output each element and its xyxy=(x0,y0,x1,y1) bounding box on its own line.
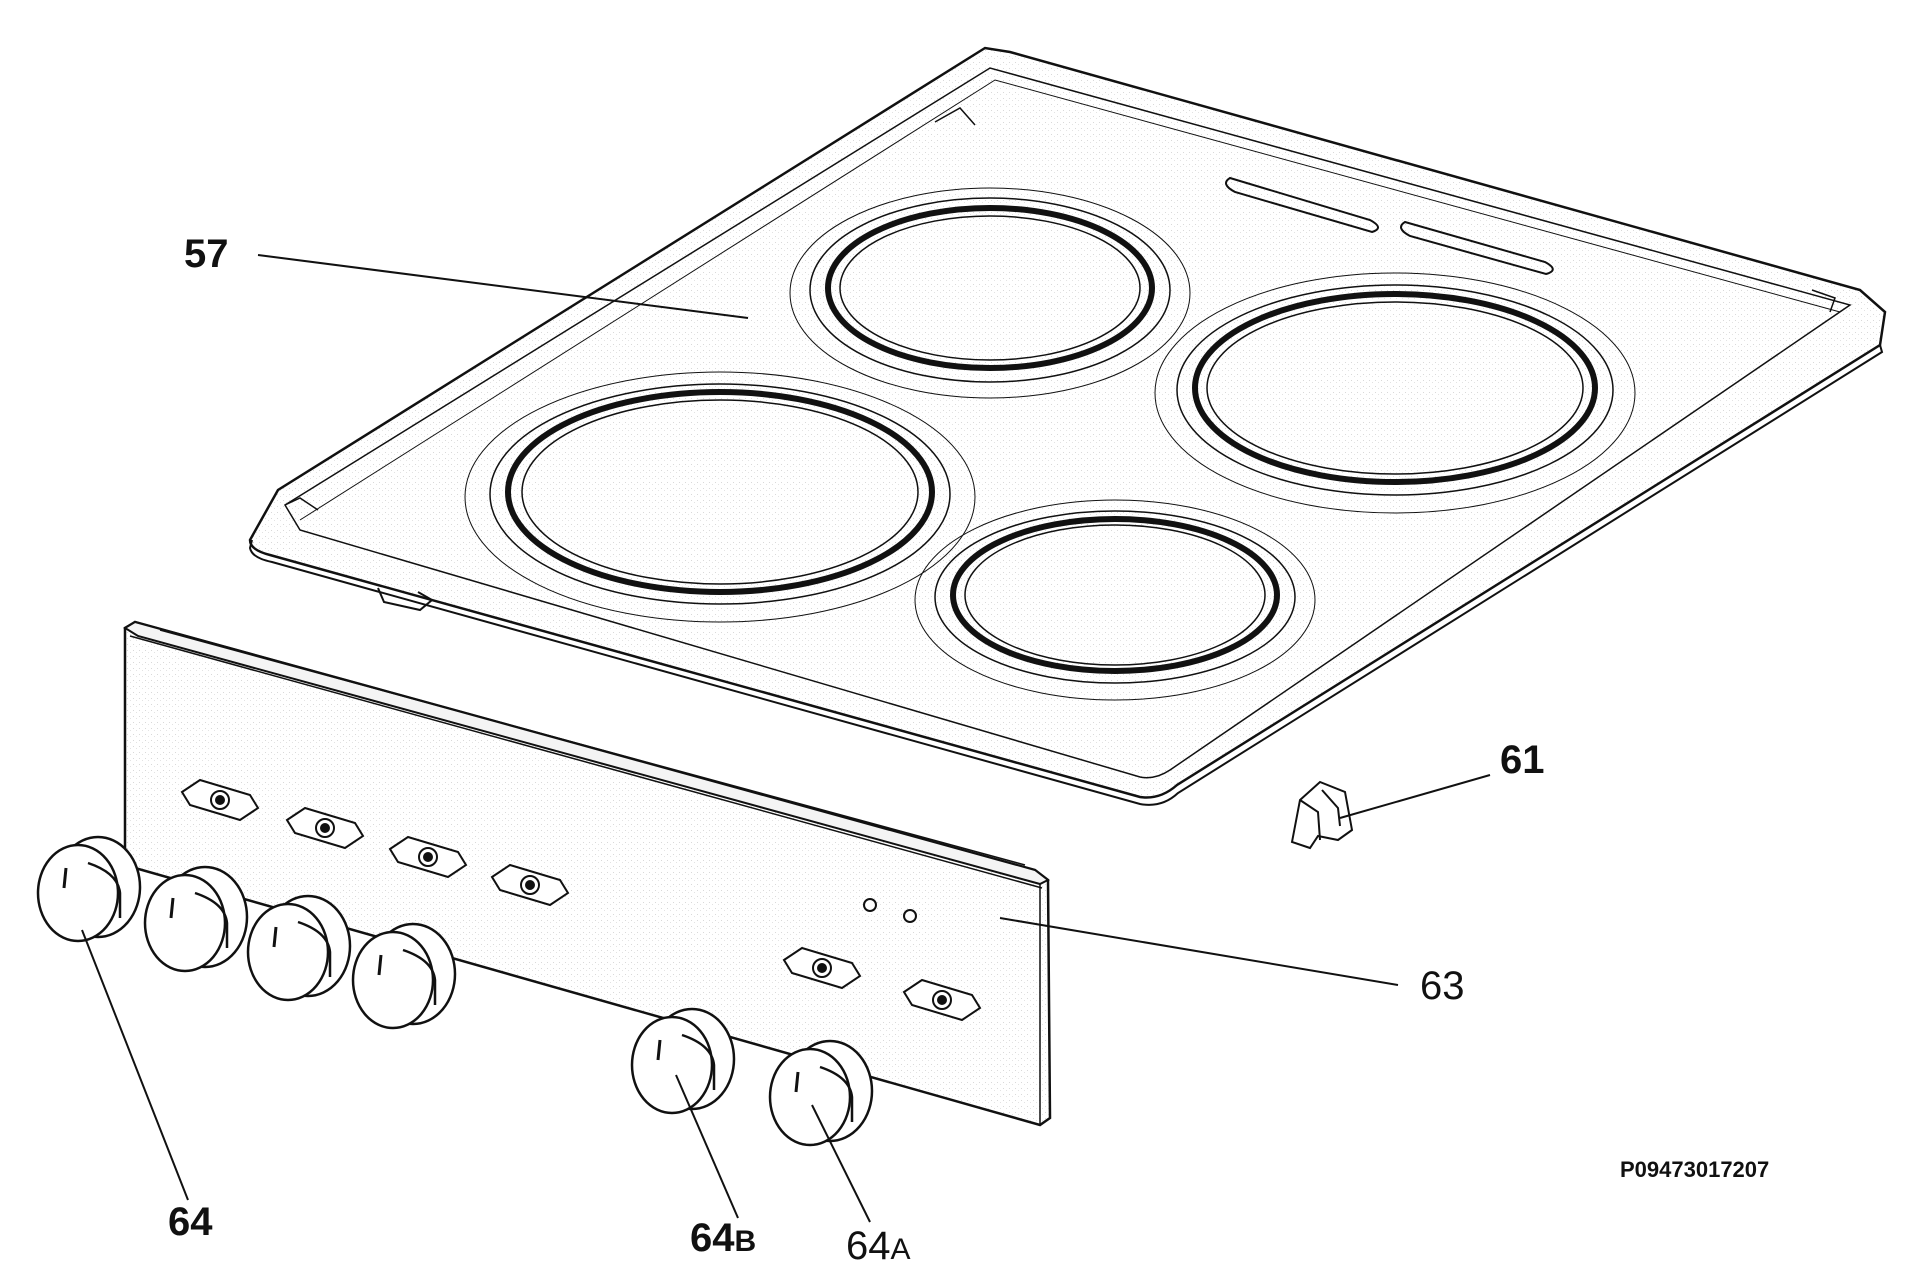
callout-64a-number: 64 xyxy=(846,1224,891,1268)
control-panel-part xyxy=(123,620,1052,1127)
hotplate-rear-left xyxy=(789,187,1191,399)
callout-57: 57 xyxy=(184,232,229,276)
callout-64b: 64B xyxy=(690,1218,756,1258)
knob-64b xyxy=(630,1007,736,1115)
callout-61: 61 xyxy=(1500,738,1545,782)
hob-outer-frame xyxy=(248,46,1887,799)
indicator-light-2 xyxy=(903,909,917,923)
leader-64a xyxy=(811,1104,871,1223)
hotplate-front-left xyxy=(464,371,976,623)
hob-bracket xyxy=(377,587,434,612)
leader-64 xyxy=(81,929,189,1201)
leader-57 xyxy=(257,254,749,319)
hob-inner-frame xyxy=(283,67,1852,779)
document-number: P09473017207 xyxy=(1620,1157,1770,1182)
hotplate-front-right xyxy=(914,499,1316,701)
callout-64a-suffix: A xyxy=(890,1233,911,1266)
knob-64a xyxy=(768,1039,874,1147)
knob-2 xyxy=(143,865,249,973)
knob-group xyxy=(36,835,874,1147)
leader-64b xyxy=(675,1074,739,1219)
callout-64b-number: 64 xyxy=(690,1216,735,1260)
vent-slot-2 xyxy=(1400,220,1554,276)
knob-4 xyxy=(351,922,457,1030)
knob-3 xyxy=(246,894,352,1002)
knob-1 xyxy=(36,835,142,943)
callout-63: 63 xyxy=(1420,964,1465,1008)
hob-front-lip xyxy=(248,344,1884,806)
leader-61 xyxy=(1339,774,1491,819)
hob-top-part xyxy=(248,46,1887,806)
leader-63 xyxy=(999,917,1399,986)
knob-boss-group xyxy=(180,778,982,1022)
vent-slot-1 xyxy=(1225,176,1379,234)
callout-64b-suffix: B xyxy=(734,1225,757,1258)
callout-64a: 64A xyxy=(846,1226,911,1266)
hotplate-rear-right xyxy=(1154,272,1636,514)
indicator-light-1 xyxy=(863,898,877,912)
callout-64: 64 xyxy=(168,1200,213,1244)
leader-lines xyxy=(81,254,1491,1223)
clip-part xyxy=(1290,780,1354,850)
panel-top-edge xyxy=(123,620,1050,886)
